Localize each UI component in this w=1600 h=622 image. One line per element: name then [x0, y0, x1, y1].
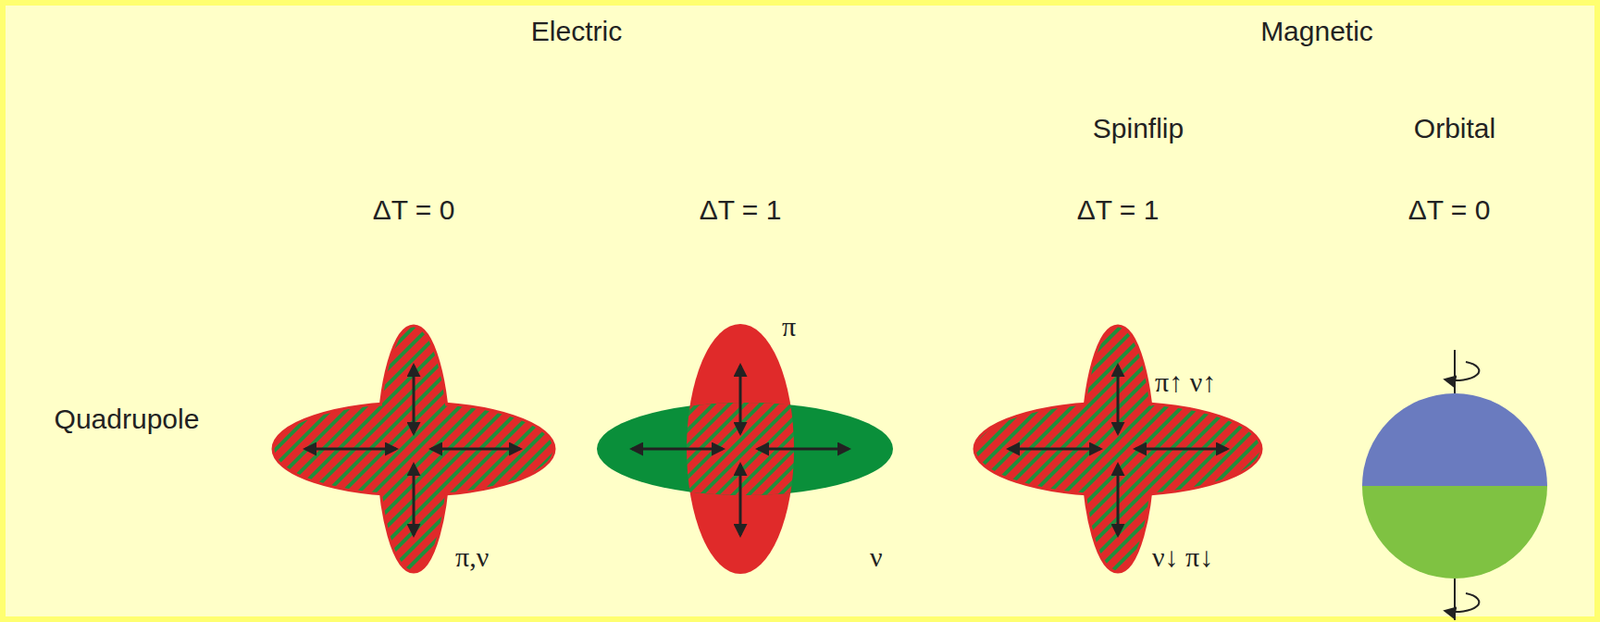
column-heading: Magnetic	[1260, 15, 1374, 47]
mode-heading: Spinflip	[1092, 112, 1184, 144]
particle-label: π	[781, 310, 796, 342]
particle-label: π,ν	[455, 541, 489, 572]
isospin-label: ΔT = 0	[372, 194, 456, 225]
particle-label: ν	[869, 541, 883, 572]
spinflip-cross	[974, 325, 1262, 572]
isoscalar-cross	[272, 325, 555, 572]
isospin-label: ΔT = 0	[1408, 194, 1491, 225]
particle-label: π↑ ν↑	[1154, 366, 1216, 397]
row-heading: Quadrupole	[54, 403, 200, 435]
particle-label: ν↓ π↓	[1152, 541, 1214, 572]
column-heading: Electric	[531, 15, 622, 47]
isospin-label: ΔT = 1	[1077, 194, 1160, 225]
isospin-label: ΔT = 1	[699, 194, 782, 225]
mode-heading: Orbital	[1413, 112, 1496, 144]
isovector-cross	[596, 323, 894, 574]
rotating-sphere	[1362, 349, 1548, 621]
